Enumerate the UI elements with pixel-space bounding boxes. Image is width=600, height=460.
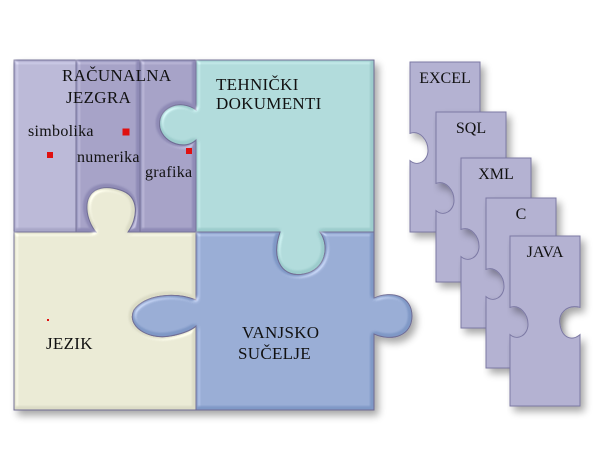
language-label: JEZIK (46, 334, 93, 353)
card-label: JAVA (526, 244, 564, 261)
red-marker (186, 148, 192, 154)
graphics-label: grafika (145, 164, 193, 181)
card-label: C (515, 206, 527, 223)
red-marker (47, 152, 53, 158)
card-label: SQL (455, 120, 487, 137)
interface-label-1: VANJSKO (242, 323, 320, 342)
language-cards (409, 61, 581, 407)
card-label: XML (478, 166, 514, 183)
red-marker (122, 128, 130, 136)
core-label-2: JEZGRA (66, 88, 132, 107)
card-java (509, 235, 581, 407)
main-puzzle (13, 59, 413, 411)
red-marker (47, 319, 49, 321)
marker-group (47, 128, 192, 321)
interface-piece (131, 231, 413, 411)
techdocs-label-2: DOKUMENTI (216, 94, 322, 113)
numeric-label: numerika (77, 149, 140, 166)
techdocs-label-1: TEHNIČKI (216, 75, 299, 94)
card-label: EXCEL (419, 70, 471, 87)
core-label-1: RAČUNALNA (62, 66, 172, 85)
interface-label-2: SUČELJE (238, 344, 311, 363)
symbolic-label: simbolika (28, 123, 94, 140)
